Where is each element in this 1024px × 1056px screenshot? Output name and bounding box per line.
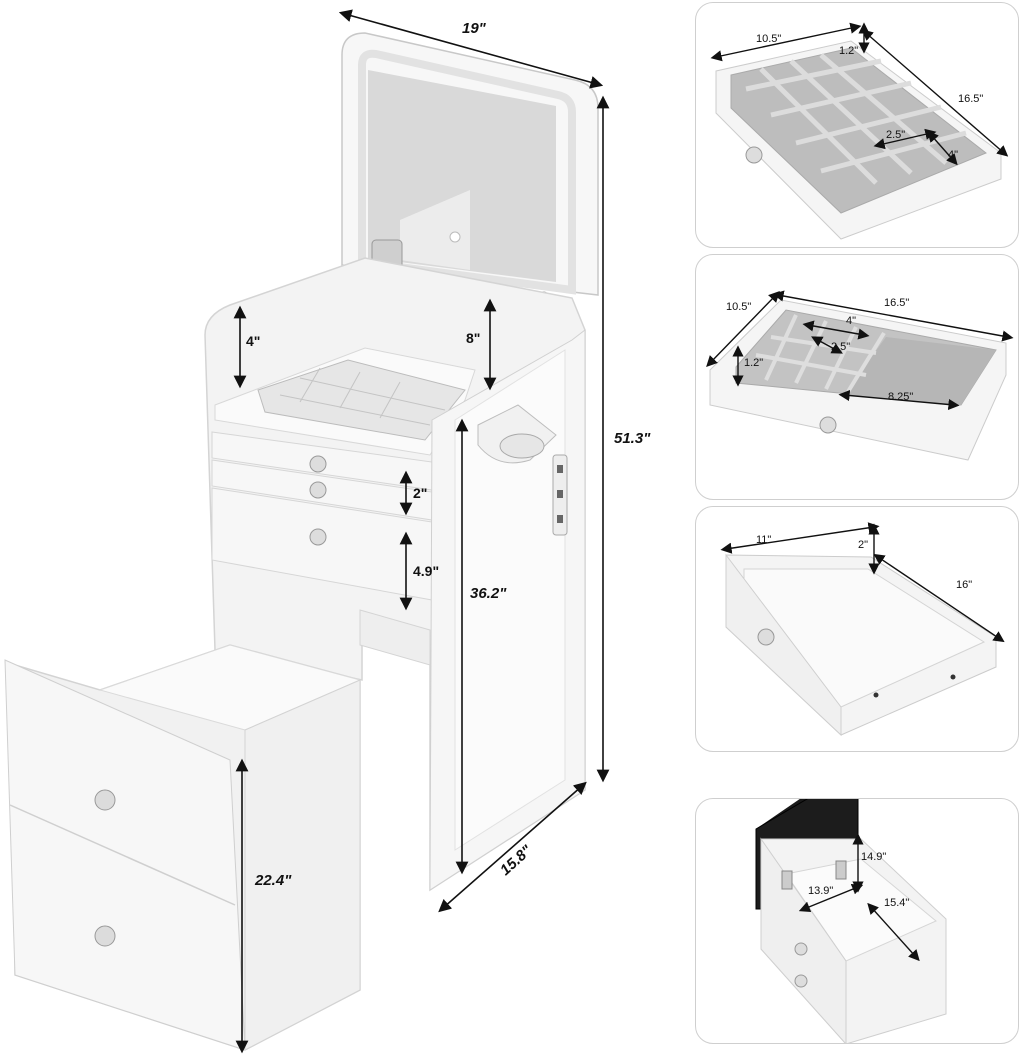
big-drawer-label: 4.9" [413, 563, 440, 579]
small-drawer-label: 2" [413, 485, 428, 501]
stool-height-label: 22.4" [255, 872, 292, 889]
drawer-length: 16" [956, 579, 973, 591]
tray2-ring: 8.25" [888, 391, 914, 403]
panel-stool-storage: 14.9" 13.9" 15.4" [695, 798, 1019, 1044]
stool-storage-width: 13.9" [808, 885, 834, 897]
drawer-height: 2" [858, 539, 869, 551]
width-label: 19" [462, 20, 486, 37]
stool-storage-height: 14.9" [861, 851, 887, 863]
tray1-width: 10.5" [756, 33, 782, 45]
drawer-width: 11" [756, 534, 772, 546]
tray2-length: 16.5" [884, 297, 910, 309]
vanity-illustration [4, 9, 610, 1054]
tray2-slot-w: 4" [846, 315, 857, 327]
storage-depth-label: 8" [466, 330, 481, 346]
table-height-label: 36.2" [470, 585, 507, 602]
panel-organizer-drawer: 10.5" 16.5" 4" 2.5" 1.2" 8.25" [695, 254, 1019, 500]
stool-storage-length: 15.4" [884, 897, 910, 909]
tray1-height: 1.2" [839, 45, 859, 57]
tray2-width: 10.5" [726, 301, 752, 313]
tray1-slot-w: 2.5" [886, 129, 906, 141]
total-height-label: 51.3" [614, 430, 651, 447]
panel-plain-drawer: 11" 2" 16" [695, 506, 1019, 752]
tray1-length: 16.5" [958, 93, 984, 105]
side-height-label: 4" [246, 333, 261, 349]
tray2-slot-d: 2.5" [831, 341, 851, 353]
panel-jewelry-tray: 10.5" 1.2" 16.5" 2.5" 4" [695, 2, 1019, 248]
tray2-height: 1.2" [744, 357, 764, 369]
tray1-slot-d: 4" [948, 149, 959, 161]
